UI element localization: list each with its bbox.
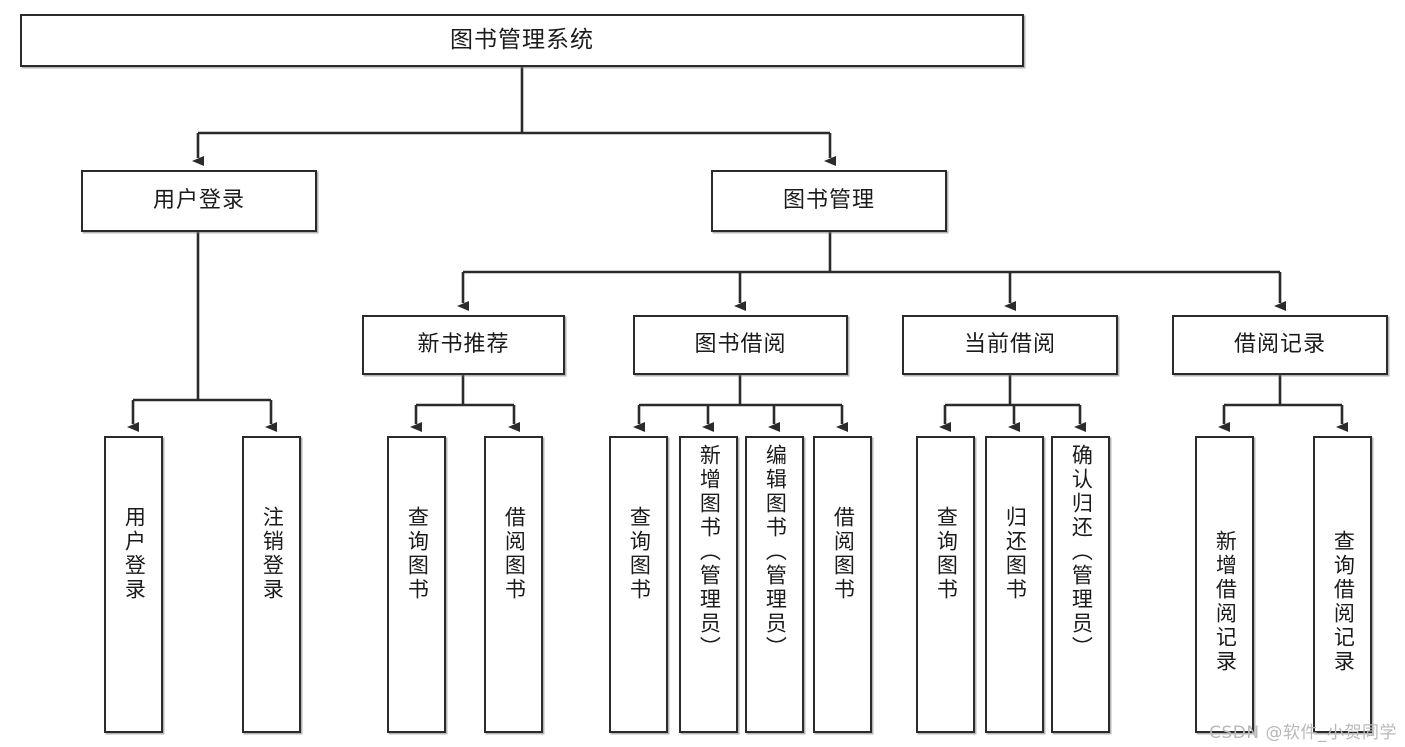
node-label: 归还图书 (1003, 506, 1028, 602)
csdn-watermark: CSDN @软件_小贺同学 (1209, 723, 1397, 743)
node-label: 借阅记录 (1233, 331, 1326, 357)
node-root-book-management-system[interactable]: 图书管理系统 (20, 14, 1024, 67)
leaf-user-login-login[interactable]: 用户登录 (104, 436, 163, 733)
node-label: 图书借阅 (694, 331, 787, 357)
leaf-borrow-edit-book-admin[interactable]: 编辑图书（管理员） (745, 436, 804, 733)
node-label: 图书管理系统 (450, 26, 594, 53)
leaf-borrow-borrow-books[interactable]: 借阅图书 (813, 436, 872, 733)
node-label: 新书推荐 (417, 331, 510, 357)
leaf-borrow-query-books[interactable]: 查询图书 (609, 436, 668, 733)
node-label: 查询借阅记录 (1331, 530, 1356, 674)
leaf-current-query-books[interactable]: 查询图书 (916, 436, 975, 733)
leaf-user-login-logout[interactable]: 注销登录 (242, 436, 301, 733)
leaf-new-book-borrow-books[interactable]: 借阅图书 (484, 436, 543, 733)
node-label: 确认归还（管理员） (1069, 444, 1094, 660)
leaf-new-book-query-books[interactable]: 查询图书 (387, 436, 446, 733)
leaf-record-add-borrow-record[interactable]: 新增借阅记录 (1195, 436, 1254, 733)
node-label: 借阅图书 (831, 506, 856, 602)
node-label: 查询图书 (934, 506, 959, 602)
leaf-record-query-borrow-record[interactable]: 查询借阅记录 (1313, 436, 1372, 733)
node-label: 编辑图书（管理员） (763, 444, 788, 660)
node-label: 新增借阅记录 (1213, 530, 1238, 674)
node-label: 用户登录 (152, 187, 245, 213)
leaf-current-confirm-return-admin[interactable]: 确认归还（管理员） (1051, 436, 1110, 733)
node-label: 图书管理 (782, 187, 875, 213)
node-label: 借阅图书 (502, 506, 527, 602)
node-current-borrowing[interactable]: 当前借阅 (902, 315, 1118, 375)
leaf-current-return-books[interactable]: 归还图书 (985, 436, 1044, 733)
node-new-book-recommendation[interactable]: 新书推荐 (362, 315, 565, 375)
node-borrow-records[interactable]: 借阅记录 (1172, 315, 1388, 375)
node-book-management[interactable]: 图书管理 (711, 170, 947, 232)
node-book-borrowing[interactable]: 图书借阅 (633, 315, 848, 375)
node-label: 注销登录 (260, 506, 285, 602)
node-label: 当前借阅 (963, 331, 1056, 357)
node-label: 新增图书（管理员） (697, 444, 722, 660)
node-label: 用户登录 (122, 506, 147, 602)
node-label: 查询图书 (627, 506, 652, 602)
node-user-login[interactable]: 用户登录 (81, 170, 317, 232)
node-label: 查询图书 (405, 506, 430, 602)
leaf-borrow-add-book-admin[interactable]: 新增图书（管理员） (679, 436, 738, 733)
